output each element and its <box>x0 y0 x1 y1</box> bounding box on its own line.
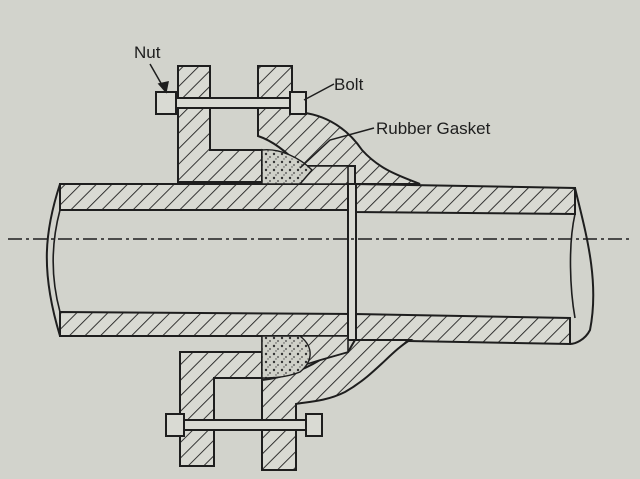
nut-icon <box>155 91 323 437</box>
bolt-label: Bolt <box>334 75 364 94</box>
pipe-icon <box>45 182 595 346</box>
nut-label: Nut <box>134 43 161 62</box>
rubber-gasket-label: Rubber Gasket <box>376 119 491 138</box>
rubber-gasket-icon <box>261 149 313 379</box>
leader-lines <box>149 63 375 169</box>
